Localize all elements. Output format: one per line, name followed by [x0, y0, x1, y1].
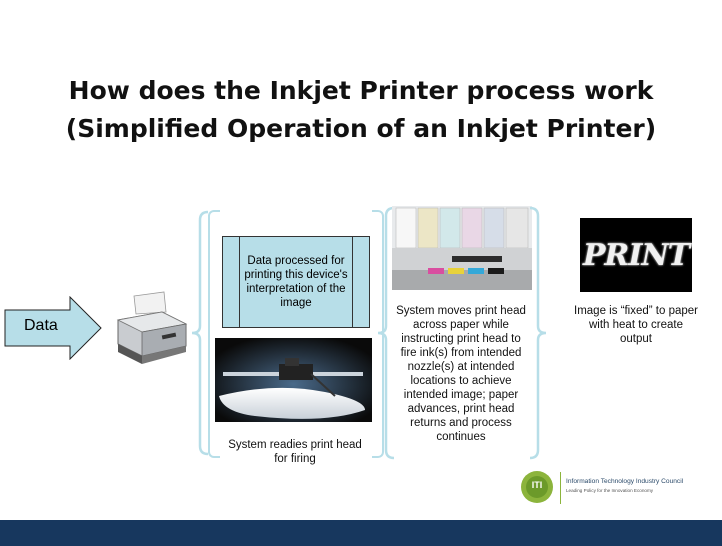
- caption-fixed: Image is “fixed” to paper with heat to c…: [574, 305, 699, 345]
- data-arrow: Data: [4, 295, 102, 361]
- process-box-text: Data processed for printing this device'…: [239, 236, 353, 328]
- slide-title: How does the Inkjet Printer process work…: [20, 72, 702, 148]
- footer-bar: [0, 520, 722, 546]
- print-output-image: PRINT: [580, 218, 692, 292]
- arrow-shape-icon: [4, 295, 102, 361]
- iti-logo-mark-icon: [521, 471, 553, 503]
- left-brace: [190, 210, 210, 456]
- print-head-photo: [215, 338, 372, 422]
- title-line-1: How does the Inkjet Printer process work: [68, 76, 654, 105]
- print-image-text: PRINT: [582, 237, 690, 273]
- title-line-2: (Simplified Operation of an Inkjet Print…: [65, 114, 657, 143]
- iti-logo-tagline: Leading Policy for the Innovation Econom…: [566, 488, 654, 493]
- printer-icon: [112, 290, 192, 368]
- right-brace: [528, 206, 548, 460]
- data-arrow-label: Data: [24, 317, 58, 334]
- iti-logo-divider: [560, 472, 561, 504]
- column-1-frame: [208, 210, 220, 458]
- ink-cartridges-photo: [392, 206, 532, 290]
- iti-logo-mark-text: ITI: [531, 480, 543, 490]
- caption-readies: System readies print head for firing: [228, 439, 362, 465]
- caption-moves: System moves print head across paper whi…: [396, 305, 526, 443]
- iti-logo: ITI Information Technology Industry Coun…: [520, 468, 716, 508]
- iti-logo-name: Information Technology Industry Council: [566, 478, 684, 485]
- process-box: Data processed for printing this device'…: [222, 236, 370, 328]
- middle-brace: [376, 206, 396, 460]
